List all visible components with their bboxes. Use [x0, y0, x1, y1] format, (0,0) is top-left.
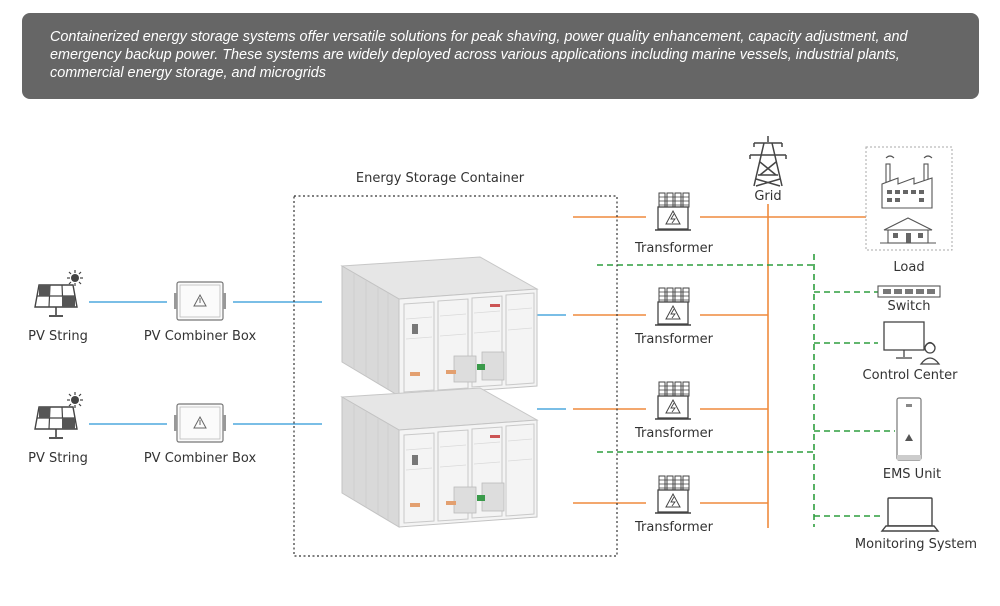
transformer-label: Transformer: [634, 332, 714, 347]
transmission-tower-icon: [749, 136, 787, 187]
battery-container-icon: [341, 387, 538, 528]
switch-label: Switch: [888, 299, 931, 314]
transformer-icon: [654, 475, 692, 514]
network-switch-icon: [877, 285, 941, 298]
pv-string-label: PV String: [28, 329, 88, 344]
laptop-icon: [880, 497, 940, 532]
combiner-box-icon: [173, 281, 227, 321]
transformer-label: Transformer: [634, 241, 714, 256]
combiner-box-label: PV Combiner Box: [144, 329, 257, 344]
combiner-box-label: PV Combiner Box: [144, 451, 257, 466]
load-label: Load: [893, 260, 924, 275]
house-icon: [880, 217, 936, 244]
monitoring-system-label: Monitoring System: [855, 537, 977, 552]
solar-panel-icon: [34, 391, 84, 439]
ems-cabinet-icon: [896, 397, 922, 461]
solar-panel-icon: [34, 269, 84, 317]
pv-string-label: PV String: [28, 451, 88, 466]
control-center-label: Control Center: [863, 368, 959, 383]
transformer-icon: [654, 192, 692, 231]
factory-icon: [881, 155, 933, 209]
operator-monitor-icon: [883, 321, 941, 365]
combiner-box-icon: [173, 403, 227, 443]
description-banner: Containerized energy storage systems off…: [22, 13, 979, 99]
transformer-icon: [654, 287, 692, 326]
transformer-label: Transformer: [634, 520, 714, 535]
battery-container-icon: [341, 256, 538, 397]
description-text: Containerized energy storage systems off…: [50, 29, 908, 81]
load-box: [865, 146, 953, 251]
container-label: Energy Storage Container: [356, 171, 525, 186]
transformer-label: Transformer: [634, 426, 714, 441]
ems-unit-label: EMS Unit: [883, 467, 941, 482]
grid-label: Grid: [754, 189, 781, 204]
transformer-icon: [654, 381, 692, 420]
